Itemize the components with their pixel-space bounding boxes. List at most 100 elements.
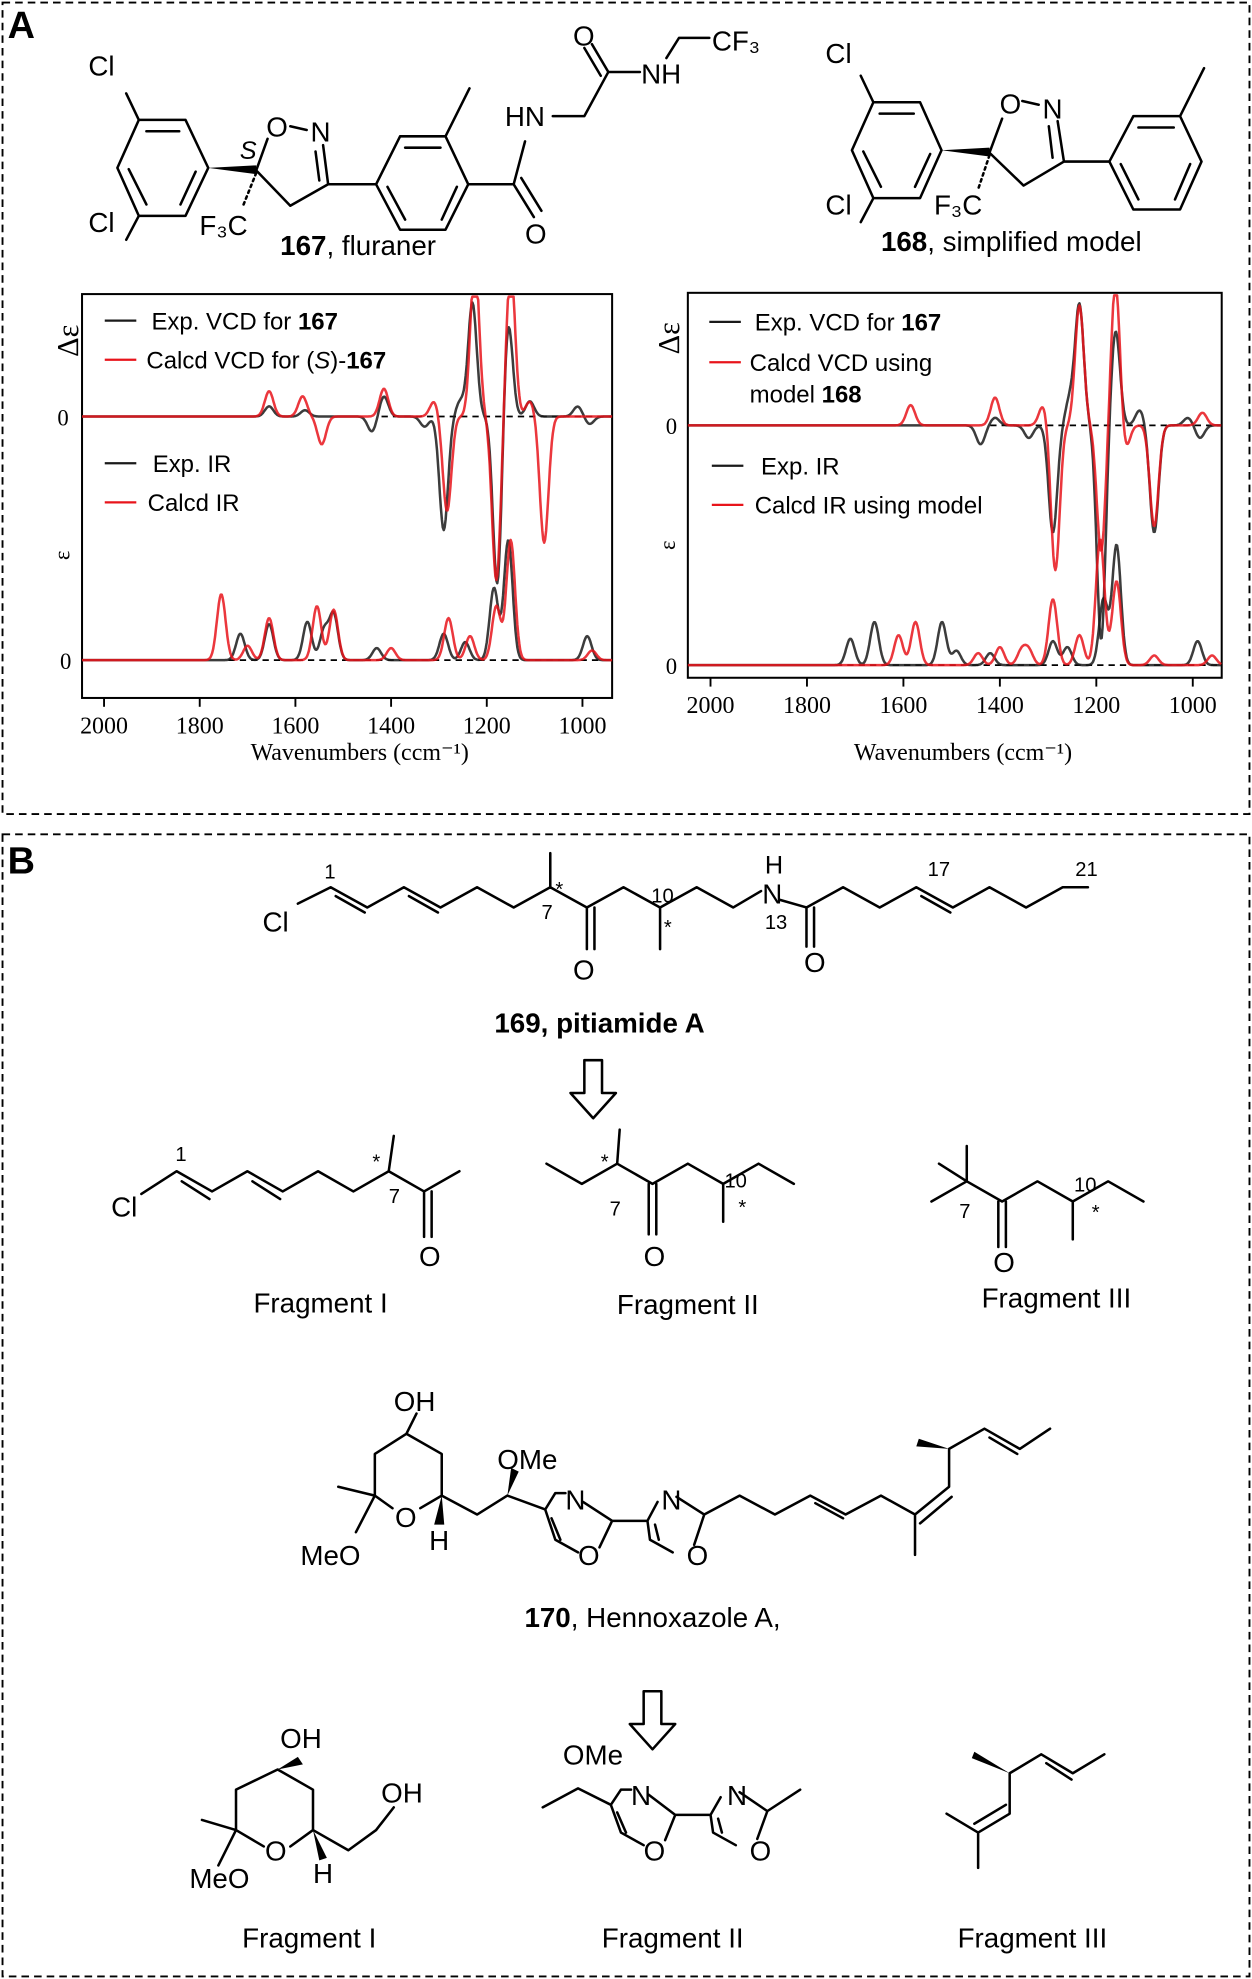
svg-text:F₃C: F₃C xyxy=(934,190,982,221)
x-tick-label: 2000 xyxy=(687,693,735,719)
vcd-series-exp xyxy=(81,301,613,585)
y-tick-ir-zero: 0 xyxy=(666,654,677,679)
x-tick-label: 1000 xyxy=(1169,693,1217,719)
svg-text:Cl: Cl xyxy=(88,207,114,238)
svg-text:10: 10 xyxy=(724,1171,746,1193)
svg-text:*: * xyxy=(372,1152,380,1174)
svg-text:O: O xyxy=(265,1835,287,1866)
svg-text:*: * xyxy=(738,1197,746,1219)
svg-text:N: N xyxy=(310,116,330,147)
svg-text:O: O xyxy=(993,1247,1015,1278)
svg-text:O: O xyxy=(750,1835,772,1866)
y-tick-ir-zero: 0 xyxy=(60,649,71,674)
compound-170-caption: 170, Hennoxazole A, xyxy=(524,1602,780,1633)
svg-text:S: S xyxy=(240,137,257,165)
legend-entry-calcd-vcd-line2: model 168 xyxy=(750,382,862,409)
svg-text:1: 1 xyxy=(175,1144,186,1166)
svg-text:F₃C: F₃C xyxy=(199,210,247,241)
svg-text:OH: OH xyxy=(394,1386,436,1417)
panel-a-frame xyxy=(1,1,1251,816)
fragment-169-iii: O * 7 10 Fragment III xyxy=(930,1144,1145,1314)
legend-entry-calcd-ir: Calcd IR using model xyxy=(755,493,983,520)
panel-b-label: B xyxy=(8,840,35,882)
svg-text:O: O xyxy=(573,954,595,985)
y-tick-vcd-zero: 0 xyxy=(666,414,677,439)
svg-text:N: N xyxy=(631,1780,651,1811)
y-label-vcd: Δε xyxy=(652,322,686,354)
svg-text:O: O xyxy=(419,1241,441,1272)
fragment-caption: Fragment III xyxy=(958,1922,1108,1953)
svg-text:H: H xyxy=(429,1525,449,1556)
fragment-170-iii: Fragment III xyxy=(945,1751,1108,1953)
fragment-caption: Fragment I xyxy=(242,1922,376,1953)
panel-b-frame xyxy=(1,833,1251,1978)
svg-text:Cl: Cl xyxy=(88,51,114,82)
x-tick-label: 1800 xyxy=(783,693,831,719)
svg-text:N: N xyxy=(565,1484,585,1515)
svg-text:1: 1 xyxy=(324,861,335,883)
x-axis-label: Wavenumbers (ccm⁻¹) xyxy=(854,740,1072,766)
legend-ir: Exp. IR Calcd IR xyxy=(104,451,240,517)
svg-text:*: * xyxy=(555,879,563,901)
y-label-vcd: Δε xyxy=(51,325,85,357)
compound-169-caption: 169, pitiamide A xyxy=(494,1007,704,1038)
svg-text:O: O xyxy=(395,1502,417,1533)
fragment-169-i: Cl O * 1 7 Fragment I xyxy=(111,1134,461,1319)
svg-text:CF₃: CF₃ xyxy=(712,26,760,57)
svg-text:10: 10 xyxy=(1074,1174,1096,1196)
svg-text:NH: NH xyxy=(641,58,681,89)
fragment-170-ii: OMe N O N O Fragment II xyxy=(541,1739,802,1953)
x-tick-label: 1200 xyxy=(1072,693,1120,719)
legend-entry-calcd-ir: Calcd IR xyxy=(148,490,240,517)
ir-series-calcd xyxy=(81,538,613,662)
ir-series-calcd xyxy=(687,538,1222,667)
svg-text:O: O xyxy=(644,1241,666,1272)
fragment-caption: Fragment I xyxy=(253,1288,387,1319)
retrosynthesis-arrow-icon xyxy=(569,1058,618,1120)
svg-text:Cl: Cl xyxy=(111,1192,137,1223)
svg-text:7: 7 xyxy=(389,1186,400,1208)
svg-text:13: 13 xyxy=(765,912,787,934)
legend-entry-calcd-vcd: Calcd VCD for (S)-167 xyxy=(146,348,386,375)
svg-text:Cl: Cl xyxy=(825,38,851,69)
svg-text:H: H xyxy=(313,1858,333,1889)
svg-text:MeO: MeO xyxy=(189,1863,249,1894)
x-tick-label: 1600 xyxy=(879,693,927,719)
svg-text:O: O xyxy=(266,111,288,142)
svg-text:O: O xyxy=(573,20,595,51)
svg-text:17: 17 xyxy=(928,859,950,881)
retrosynthesis-arrow-icon xyxy=(628,1689,677,1751)
legend-entry-exp-ir: Exp. IR xyxy=(761,454,840,481)
svg-text:O: O xyxy=(578,1540,600,1571)
compound-167-structure: Cl Cl O N S F₃C HN O O NH CF₃ xyxy=(88,20,760,249)
ir-series-exp xyxy=(687,543,1222,667)
svg-text:OMe: OMe xyxy=(563,1739,623,1770)
ir-series-exp xyxy=(81,539,613,662)
vcd-series-calcd xyxy=(81,295,613,582)
x-tick-label: 1400 xyxy=(976,693,1024,719)
svg-text:Cl: Cl xyxy=(263,906,289,937)
legend-ir: Exp. IR Calcd IR using model xyxy=(711,454,983,520)
y-label-ir: ε xyxy=(655,540,680,550)
x-tick-label: 1800 xyxy=(176,713,224,739)
compound-168-structure: Cl Cl O N F₃C xyxy=(825,38,1206,224)
x-axis-label: Wavenumbers (ccm⁻¹) xyxy=(251,740,469,766)
legend-entry-exp-vcd: Exp. VCD for 167 xyxy=(151,308,338,335)
panel-a-label: A xyxy=(8,5,35,47)
svg-text:N: N xyxy=(1042,94,1062,125)
compound-170-structure: OH O MeO H OMe N O N O xyxy=(300,1386,1052,1571)
svg-text:Cl: Cl xyxy=(825,190,851,221)
x-tick-label: 1400 xyxy=(367,713,415,739)
svg-text:7: 7 xyxy=(610,1198,621,1220)
svg-text:MeO: MeO xyxy=(300,1540,360,1571)
svg-text:*: * xyxy=(1092,1202,1100,1224)
compound-169-structure: Cl O O H N * * 1 7 10 13 17 21 xyxy=(263,851,1098,985)
fragment-caption: Fragment II xyxy=(617,1289,759,1320)
svg-text:O: O xyxy=(687,1540,709,1571)
x-tick-label: 1600 xyxy=(271,713,319,739)
plot-frame xyxy=(686,291,1223,679)
svg-text:7: 7 xyxy=(959,1201,970,1223)
svg-text:OMe: OMe xyxy=(497,1444,557,1475)
legend-vcd: Exp. VCD for 167 Calcd VCD using model 1… xyxy=(709,310,941,409)
svg-text:OH: OH xyxy=(280,1723,322,1754)
